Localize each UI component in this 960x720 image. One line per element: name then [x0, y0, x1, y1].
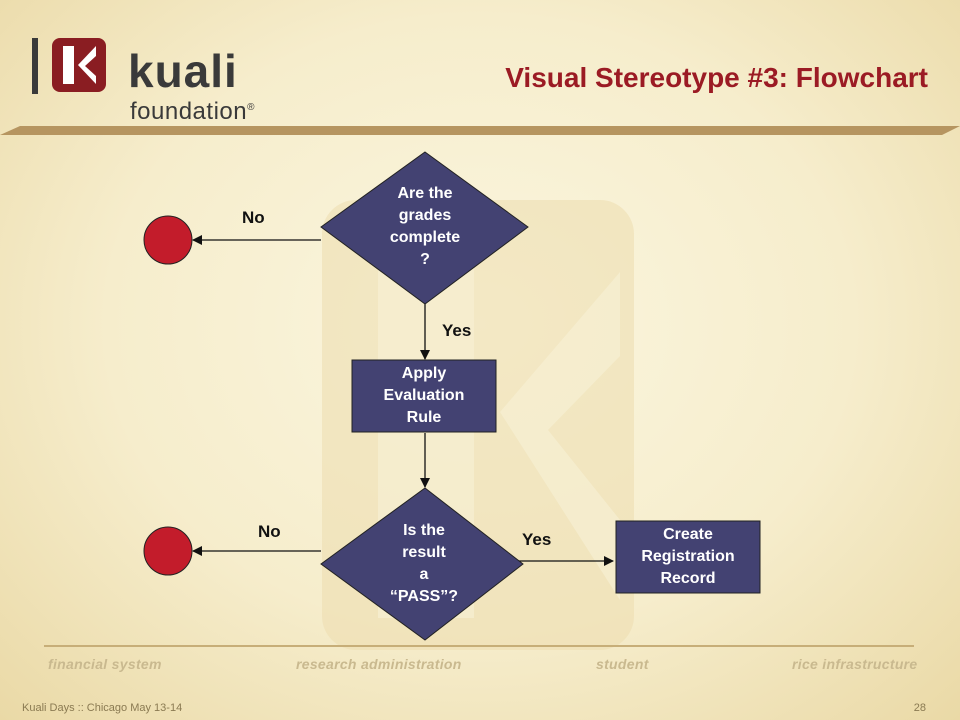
edge-label-yes-bottom: Yes	[522, 530, 552, 549]
edge-label-no-bottom: No	[258, 522, 281, 541]
kuali-foundation-logo: kuali foundation®	[30, 26, 270, 124]
footer-nav-financial-system[interactable]: financial system	[48, 656, 162, 672]
footer-nav-research-administration[interactable]: research administration	[296, 656, 462, 672]
title-divider	[0, 126, 960, 135]
edge-label-yes-top: Yes	[442, 321, 472, 340]
slide-title: Visual Stereotype #3: Flowchart	[505, 62, 928, 93]
registered-mark: ®	[247, 102, 255, 113]
process-evaluation-label: Apply Evaluation Rule	[383, 365, 465, 426]
terminal-circle-bottom	[143, 526, 193, 576]
footer-event-text: Kuali Days :: Chicago May 13-14	[22, 702, 183, 714]
footer-divider	[44, 645, 914, 647]
terminal-circle-top	[143, 215, 193, 265]
decision-diamond-pass	[320, 487, 524, 641]
logo-wordmark: kuali	[128, 45, 238, 97]
process-box-registration	[615, 520, 761, 594]
kuali-k-icon	[32, 38, 106, 94]
footer-nav-rice-infrastructure[interactable]: rice infrastructure	[792, 656, 918, 672]
decision-pass-label: Is the result a “PASS”?	[389, 522, 459, 605]
edge-label-no-top: No	[242, 208, 265, 227]
process-registration-label: Create Registration Record	[641, 526, 735, 587]
decision-diamond-grades	[320, 151, 529, 305]
decision-grades-label: Are the grades complete ?	[389, 185, 461, 268]
logo-subtitle: foundation®	[130, 98, 255, 125]
footer-nav-student[interactable]: student	[596, 656, 649, 672]
page-number: 28	[913, 702, 926, 714]
process-box-evaluation	[351, 359, 497, 433]
